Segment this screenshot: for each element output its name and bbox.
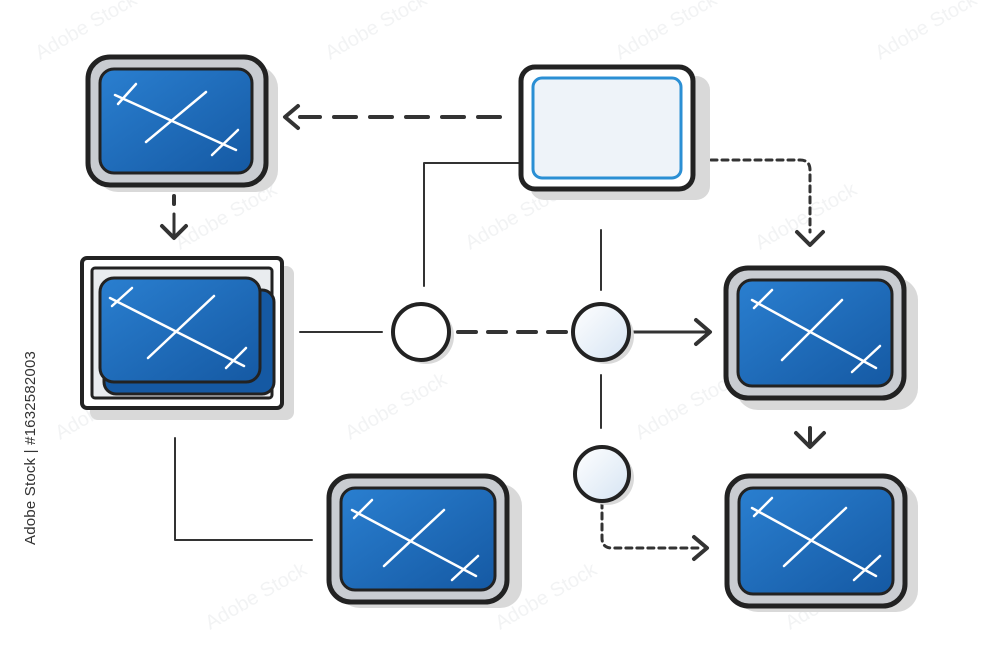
screen-display <box>98 276 262 384</box>
screen-right-middle[interactable] <box>723 265 918 410</box>
screen-empty-top[interactable] <box>518 64 710 200</box>
watermark-text: Adobe Stock <box>612 0 722 64</box>
screen-bottom-center[interactable] <box>326 473 522 608</box>
glare-lines-icon <box>350 498 480 582</box>
arrowhead-down-icon <box>160 224 188 240</box>
circle-nodes <box>391 302 634 505</box>
screen-display-empty <box>531 76 683 180</box>
arrowhead-right-icon <box>692 535 709 561</box>
screen-left-middle[interactable] <box>80 256 294 420</box>
thin-connector <box>423 162 521 287</box>
thin-connector <box>174 437 313 541</box>
glare-lines-icon <box>750 288 882 374</box>
glare-lines-icon <box>750 496 882 582</box>
circle-node-icon[interactable] <box>573 445 631 503</box>
dotted-connector-right <box>698 158 812 234</box>
watermark-text: Adobe Stock <box>322 0 432 64</box>
arrowhead-left-icon <box>283 104 300 130</box>
screen-bottom-right[interactable] <box>724 473 918 612</box>
arrowhead-right-icon <box>694 318 712 346</box>
glare-lines-icon <box>108 286 248 370</box>
circle-node-icon[interactable] <box>391 302 451 362</box>
watermark-text: Adobe Stock <box>202 558 312 634</box>
watermark-text: Adobe Stock <box>342 368 452 444</box>
glare-lines-icon <box>113 82 240 157</box>
screen-display <box>98 67 254 175</box>
screen-display <box>736 278 894 388</box>
screen-top-left[interactable] <box>85 54 278 192</box>
stock-id-watermark: Adobe Stock | #1632582003 <box>22 350 39 545</box>
watermark-text: Adobe Stock <box>872 0 982 64</box>
arrowhead-down-icon <box>795 230 825 247</box>
connectors <box>160 104 826 561</box>
circle-node-icon[interactable] <box>571 302 631 362</box>
screen-display <box>737 486 895 596</box>
dotted-connector-bottom <box>600 500 702 550</box>
